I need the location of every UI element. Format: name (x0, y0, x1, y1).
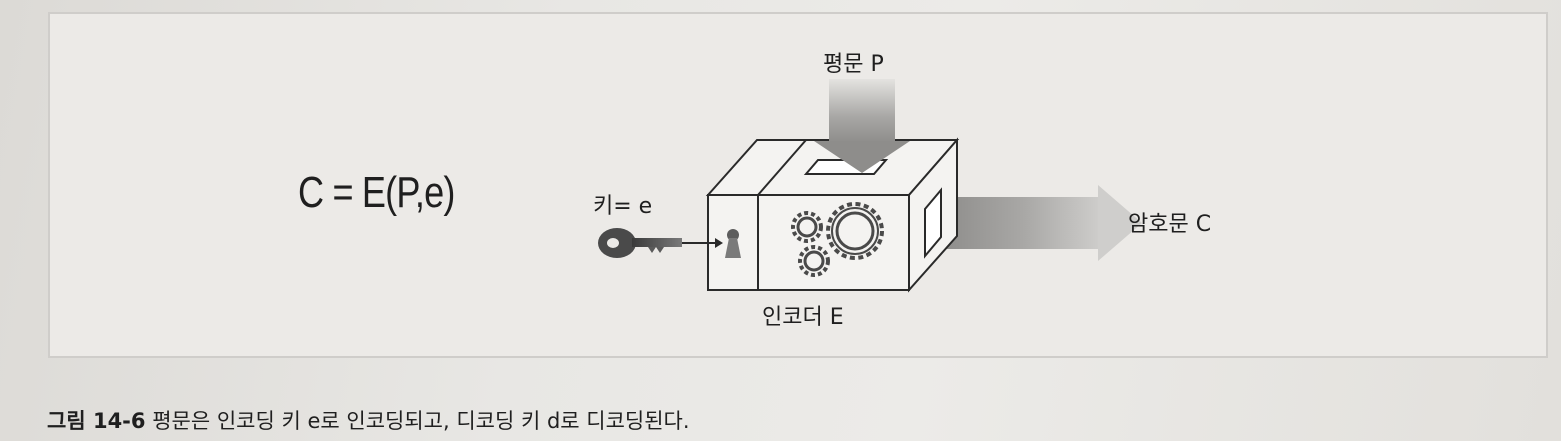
figure-caption: 그림 14-6 평문은 인코딩 키 e로 인코딩되고, 디코딩 키 d로 디코딩… (47, 405, 690, 435)
key-label: 키= e (593, 194, 653, 219)
ciphertext-arrow (930, 185, 1142, 261)
keyhole-icon (725, 229, 741, 258)
top-gear-icon (791, 211, 823, 243)
caption-text: 평문은 인코딩 키 e로 인코딩되고, 디코딩 키 d로 디코딩된다. (145, 409, 690, 433)
key-arrow (682, 238, 723, 248)
gears-icon (791, 202, 884, 277)
encoder-label: 인코더 E (762, 305, 844, 330)
encryption-formula: C = E(P,e) (298, 168, 455, 217)
caption-number: 그림 14-6 (47, 409, 146, 433)
plaintext-arrow (814, 79, 910, 173)
ciphertext-label: 암호문 C (1128, 212, 1212, 237)
encoder-box (705, 137, 960, 293)
large-gear-icon (826, 202, 884, 260)
bottom-gear-icon (798, 245, 830, 277)
key-icon (598, 228, 682, 258)
plaintext-label: 평문 P (823, 52, 884, 77)
